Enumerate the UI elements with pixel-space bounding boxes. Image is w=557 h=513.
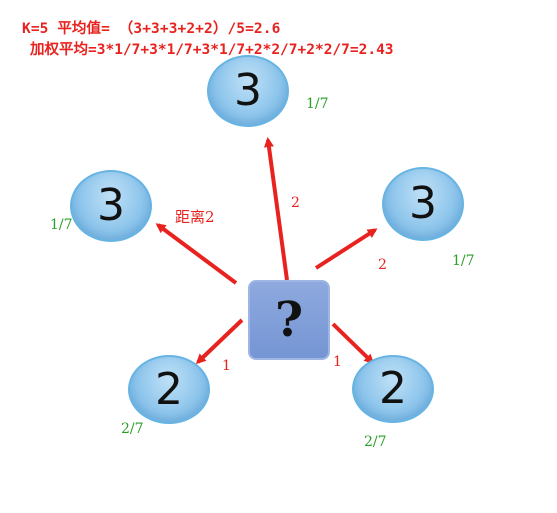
arrow-to-bottom-left (195, 318, 244, 365)
neighbor-node-right: 3 (382, 167, 464, 241)
formula-weighted-text: 加权平均=3*1/7+3*1/7+3*1/7+2*2/7+2*2/7=2.43 (30, 42, 394, 58)
distance-label-bottom-left: 1 (222, 358, 231, 374)
neighbor-value-right: 3 (409, 178, 437, 229)
neighbor-node-bottom-right: 2 (352, 355, 434, 423)
formula-mean-text: K=5 平均值= （3+3+3+2+2）/5=2.6 (22, 21, 281, 37)
weight-label-top: 1/7 (306, 96, 329, 112)
query-point-box: ? (248, 280, 330, 360)
neighbor-node-left: 3 (70, 170, 152, 242)
arrow-to-bottom-right (331, 322, 375, 365)
weight-label-right: 1/7 (452, 253, 475, 269)
neighbor-node-bottom-left: 2 (128, 355, 210, 424)
arrow-to-right (314, 228, 378, 270)
neighbor-node-top: 3 (207, 55, 289, 127)
neighbor-value-left: 3 (97, 180, 125, 231)
neighbor-value-bottom-left: 2 (155, 363, 183, 415)
arrow-to-left (155, 223, 238, 285)
arrow-to-top (263, 137, 289, 281)
distance-label-right: 2 (378, 257, 387, 273)
neighbor-value-top: 3 (234, 65, 262, 116)
distance-label-top: 2 (291, 195, 300, 211)
weight-label-left: 1/7 (50, 217, 73, 233)
distance-label-bottom-right: 1 (333, 354, 342, 370)
weight-label-bottom-left: 2/7 (121, 421, 144, 437)
weight-label-bottom-right: 2/7 (364, 434, 387, 450)
neighbor-value-bottom-right: 2 (379, 363, 407, 414)
query-mark: ? (274, 292, 304, 348)
distance-label-left: 距离2 (175, 208, 215, 226)
